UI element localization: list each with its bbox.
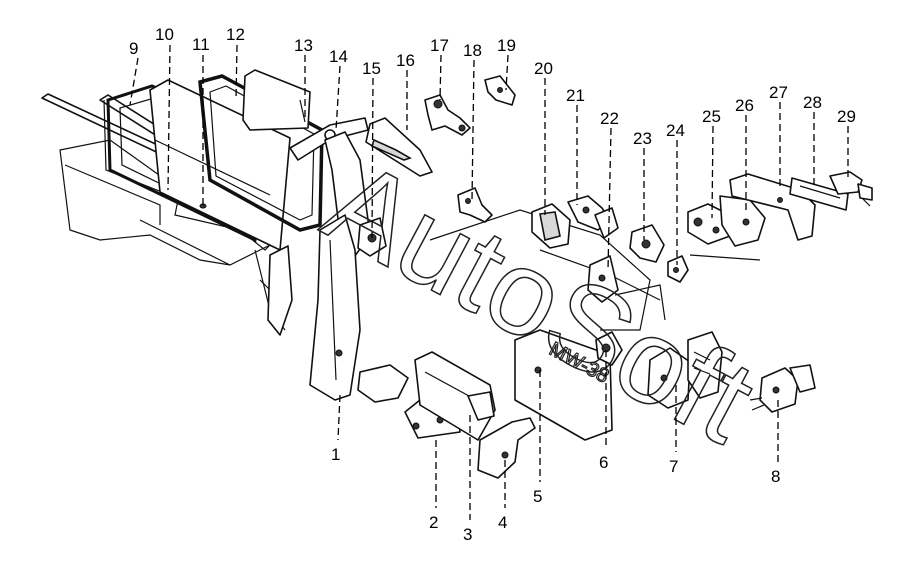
callout-13: 13 bbox=[294, 36, 313, 55]
callout-5: 5 bbox=[533, 487, 542, 506]
callout-19: 19 bbox=[497, 36, 516, 55]
callout-2: 2 bbox=[429, 513, 438, 532]
part-26-hinge-plate bbox=[719, 195, 766, 247]
callout-3: 3 bbox=[463, 525, 472, 544]
part-8-switch bbox=[749, 364, 816, 413]
part-25-bracket-assembly bbox=[687, 203, 731, 245]
part-1-pillar bbox=[267, 214, 361, 401]
callout-16: 16 bbox=[396, 51, 415, 70]
leader-lines bbox=[129, 44, 849, 520]
callout-29: 29 bbox=[837, 107, 856, 126]
callout-8: 8 bbox=[771, 467, 780, 486]
callout-17: 17 bbox=[430, 36, 449, 55]
callout-26: 26 bbox=[735, 96, 754, 115]
part-24-striker bbox=[667, 255, 689, 283]
callout-24: 24 bbox=[666, 121, 685, 140]
part-7-lock-assembly bbox=[647, 331, 723, 409]
part-29-key-cylinder bbox=[829, 171, 873, 207]
part-5-plate bbox=[514, 329, 613, 441]
callout-12: 12 bbox=[226, 25, 245, 44]
callout-21: 21 bbox=[566, 86, 585, 105]
callout-9: 9 bbox=[129, 39, 138, 58]
part-6-actuator bbox=[595, 331, 623, 366]
part-3-door-panel bbox=[414, 351, 496, 441]
part-20-handle-housing bbox=[531, 203, 571, 249]
callout-7: 7 bbox=[669, 457, 678, 476]
callout-23: 23 bbox=[633, 129, 652, 148]
callout-15: 15 bbox=[362, 59, 381, 78]
callout-25: 25 bbox=[702, 107, 721, 126]
part-18-bracket bbox=[457, 187, 493, 223]
part-12-window-frame bbox=[198, 74, 324, 232]
part-16-handle bbox=[365, 117, 433, 177]
callout-20: 20 bbox=[534, 59, 553, 78]
callout-6: 6 bbox=[599, 453, 608, 472]
part-13-quarter-glass bbox=[242, 69, 311, 131]
part-17-link bbox=[424, 94, 471, 136]
callout-22: 22 bbox=[600, 109, 619, 128]
callout-27: 27 bbox=[769, 83, 788, 102]
callout-18: 18 bbox=[463, 41, 482, 60]
callout-11: 11 bbox=[192, 35, 210, 54]
part-4-kick-cover bbox=[477, 417, 536, 479]
part-22-cylinder bbox=[587, 207, 619, 303]
callout-28: 28 bbox=[803, 93, 822, 112]
callout-labels: 1 2 3 4 5 6 7 8 9 10 11 12 13 14 15 16 1… bbox=[129, 25, 856, 544]
callout-1: 1 bbox=[331, 445, 340, 464]
part-28-emblem-strip bbox=[789, 177, 849, 211]
part-19-clip bbox=[484, 75, 516, 106]
callout-10: 10 bbox=[155, 25, 174, 44]
callout-14: 14 bbox=[329, 47, 348, 66]
part-23-latch bbox=[629, 224, 665, 263]
callout-4: 4 bbox=[498, 513, 507, 532]
